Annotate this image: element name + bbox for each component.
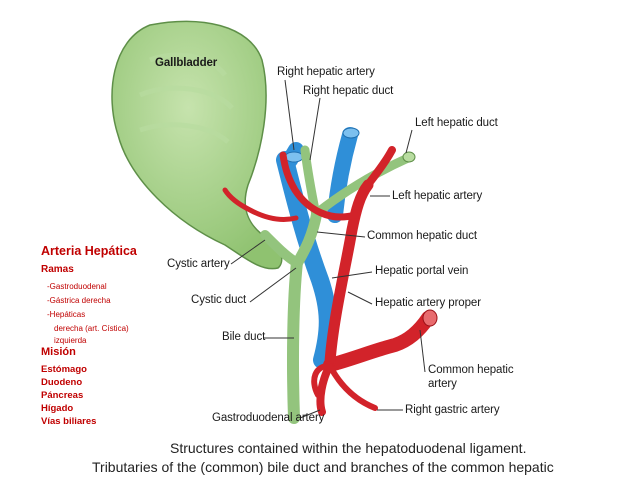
common-hepatic-artery-shape bbox=[323, 311, 435, 372]
hepatic-artery-proper-shape bbox=[324, 179, 374, 368]
label-common-hepatic-duct: Common hepatic duct bbox=[367, 230, 477, 242]
label-common-hepatic-artery-1: Common hepatic bbox=[428, 364, 514, 376]
label-bile-duct: Bile duct bbox=[222, 331, 266, 343]
label-right-gastric-artery: Right gastric artery bbox=[405, 404, 500, 416]
leader-lines bbox=[230, 79, 426, 419]
left-hepatic-artery-shape bbox=[363, 146, 396, 190]
side-vias-biliares: Vías biliares bbox=[41, 416, 97, 427]
cystic-artery-shape bbox=[222, 187, 299, 223]
caption-line-1: Structures contained within the hepatodu… bbox=[170, 440, 527, 456]
right-hepatic-artery-shape bbox=[279, 151, 359, 221]
side-mision: Misión bbox=[41, 346, 76, 358]
side-gastroduodenal: -Gastroduodenal bbox=[47, 282, 107, 291]
left-hepatic-duct bbox=[313, 153, 413, 217]
right-gastric-artery-shape bbox=[327, 363, 378, 411]
side-duodeno: Duodeno bbox=[41, 377, 83, 388]
side-title: Arteria Hepática bbox=[41, 244, 137, 258]
portal-vein-right-end bbox=[284, 151, 304, 163]
caption-line-2: Tributaries of the (common) bile duct an… bbox=[92, 459, 554, 475]
common-hepatic-artery-end bbox=[422, 309, 438, 327]
label-right-hepatic-artery: Right hepatic artery bbox=[277, 66, 375, 78]
label-hepatic-artery-proper: Hepatic artery proper bbox=[375, 297, 481, 309]
label-common-hepatic-artery-2: artery bbox=[428, 378, 457, 390]
common-bile-duct bbox=[287, 256, 303, 424]
label-cystic-duct: Cystic duct bbox=[191, 294, 247, 306]
side-izquierda: izquierda bbox=[54, 336, 87, 345]
gallbladder-folds bbox=[139, 52, 234, 144]
label-left-hepatic-artery: Left hepatic artery bbox=[392, 190, 483, 202]
side-gastrica-derecha: -Gástrica derecha bbox=[47, 296, 111, 305]
side-ramas: Ramas bbox=[41, 264, 74, 275]
side-higado: Hígado bbox=[41, 403, 74, 414]
label-cystic-artery: Cystic artery bbox=[167, 258, 230, 270]
side-pancreas: Páncreas bbox=[41, 390, 84, 401]
label-hepatic-portal-vein: Hepatic portal vein bbox=[375, 265, 469, 277]
label-gallbladder: Gallbladder bbox=[155, 57, 218, 69]
left-hepatic-duct-end bbox=[402, 151, 416, 163]
side-estomago: Estómago bbox=[41, 364, 87, 375]
gastroduodenal-artery-shape bbox=[316, 361, 334, 416]
portal-vein-left-end bbox=[342, 127, 360, 139]
gastroduodenal-loop bbox=[311, 363, 333, 398]
label-right-hepatic-duct: Right hepatic duct bbox=[303, 85, 394, 97]
portal-vein-left bbox=[327, 127, 358, 223]
side-hepaticas: -Hepáticas bbox=[47, 310, 86, 319]
label-gastroduodenal-artery: Gastroduodenal artery bbox=[212, 412, 325, 424]
side-derecha: derecha (art. Cística) bbox=[54, 324, 129, 333]
label-left-hepatic-duct: Left hepatic duct bbox=[415, 117, 498, 129]
